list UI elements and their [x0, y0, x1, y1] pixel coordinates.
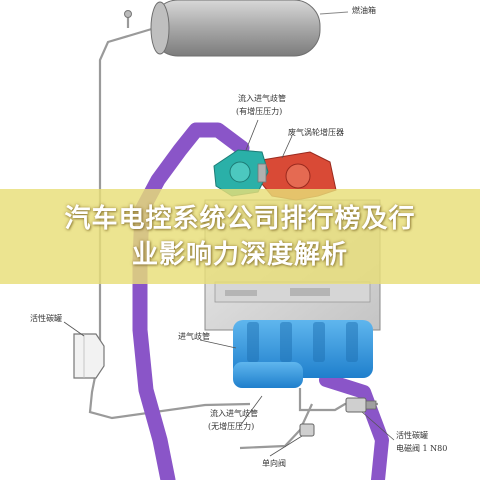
label-turbocharger: 废气涡轮增压器: [288, 128, 344, 137]
label-check-valve: 单向阀: [262, 459, 286, 468]
label-solenoid-valve-1: 活性碳罐: [396, 431, 428, 440]
banner-title-line-2: 业影响力深度解析: [131, 239, 348, 270]
label-intake-manifold: 进气歧管: [178, 332, 210, 341]
label-fuel-tank: 燃油箱: [352, 6, 376, 15]
label-inlet-uncharged-1: 流入进气歧管: [210, 409, 258, 418]
label-charcoal-canister: 活性碳罐: [30, 314, 62, 323]
label-solenoid-valve-2: 电磁阀 1 N80: [396, 444, 448, 453]
title-banner: 汽车电控系统公司排行榜及行 业影响力深度解析: [0, 189, 480, 284]
banner-title-line-1: 汽车电控系统公司排行榜及行: [64, 203, 416, 234]
label-inlet-charged-2: (有增压压力): [236, 107, 283, 116]
fuel-tank: [124, 0, 349, 57]
leader-lines: [63, 119, 395, 457]
charcoal-canister: [73, 333, 105, 379]
turbocharger: [213, 149, 337, 201]
purple-pipe-lower: [319, 373, 389, 480]
check-valve: [299, 423, 315, 437]
solenoid-valve: [345, 397, 377, 413]
label-inlet-uncharged-2: (无增压压力): [208, 422, 255, 431]
label-inlet-charged-1: 流入进气歧管: [238, 94, 286, 103]
intake-manifold: [233, 320, 373, 388]
